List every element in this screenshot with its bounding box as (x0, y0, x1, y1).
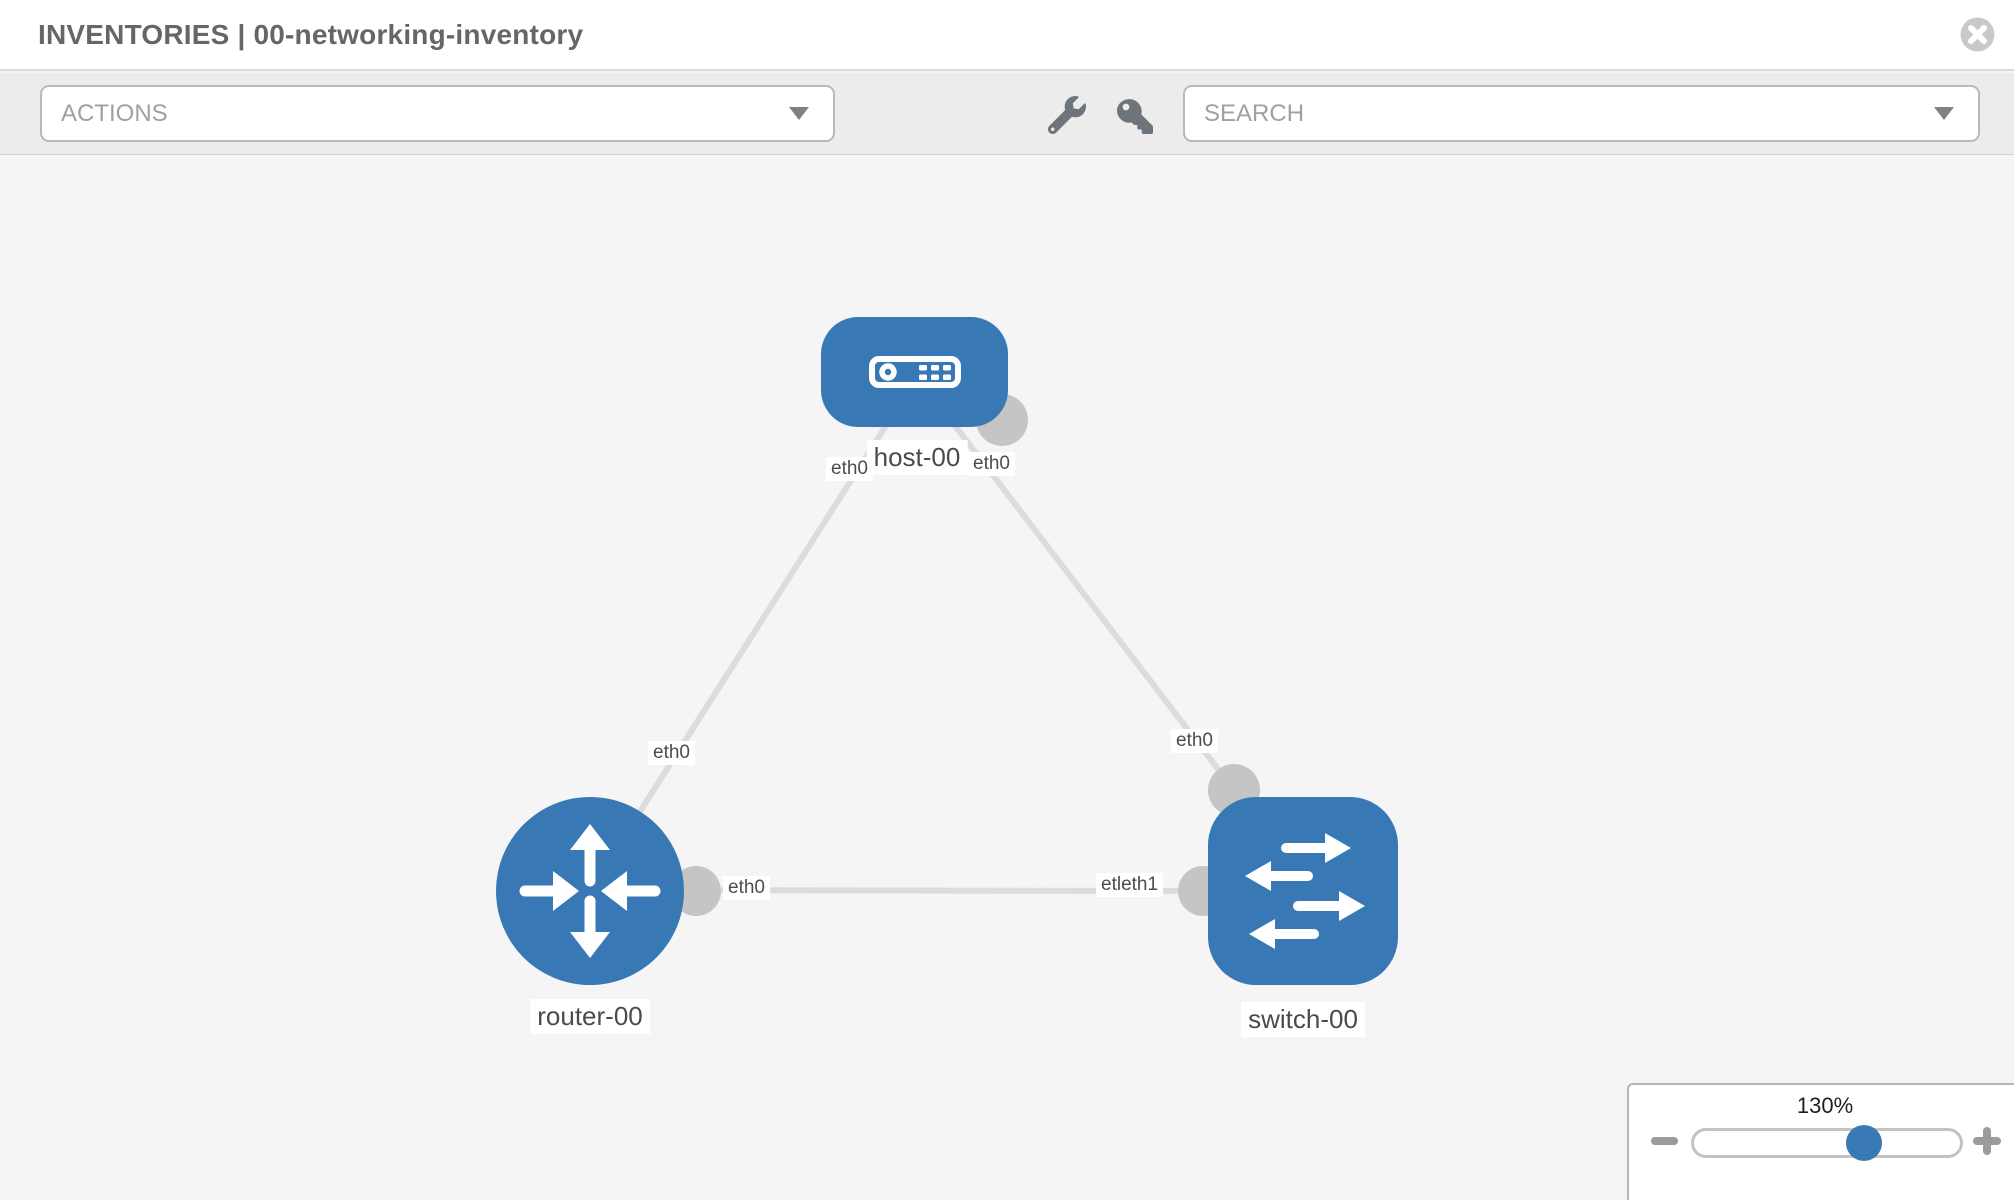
topology-links-layer (587, 378, 1260, 916)
key-icon[interactable] (1117, 98, 1155, 136)
iface-label-host-switch-source: eth0 (968, 452, 1015, 476)
node-label-switch-00: switch-00 (1241, 1002, 1365, 1037)
minus-icon[interactable] (1651, 1137, 1678, 1145)
node-label-host-00: host-00 (866, 440, 968, 475)
switch-icon (1245, 833, 1365, 949)
page-title: INVENTORIES | 00-networking-inventory (38, 18, 584, 50)
toolbar: ACTIONS SEARCH (0, 73, 2014, 155)
node-host-00[interactable] (821, 317, 1008, 427)
actions-dropdown[interactable]: ACTIONS (40, 85, 835, 142)
node-label-router-00: router-00 (530, 999, 650, 1034)
topology-canvas[interactable]: host-00 router-00 switch-00 eth0 eth0 et… (0, 156, 2014, 1200)
wrench-icon[interactable] (1047, 96, 1086, 135)
iface-label-host-router-target: eth0 (648, 741, 695, 765)
host-icon (868, 356, 961, 388)
iface-label-host-switch-target: eth0 (1171, 729, 1218, 753)
iface-label-router-switch-target: etleth1 (1096, 873, 1164, 897)
header: INVENTORIES | 00-networking-inventory (0, 0, 2014, 71)
chevron-down-icon (789, 107, 809, 120)
plus-icon[interactable] (1973, 1127, 2001, 1155)
iface-label-router-switch-source: eth0 (723, 876, 770, 900)
router-icon (519, 824, 661, 958)
actions-dropdown-label: ACTIONS (61, 99, 168, 127)
chevron-down-icon (1934, 107, 1954, 120)
zoom-control-panel: 130% (1627, 1083, 2014, 1200)
link-host-switch (917, 378, 1237, 792)
iface-label-host-router-source: eth0 (826, 457, 873, 481)
node-switch-00[interactable] (1208, 797, 1398, 985)
zoom-slider-handle[interactable] (1846, 1125, 1882, 1161)
close-button[interactable] (1960, 17, 1995, 52)
search-dropdown-label: SEARCH (1204, 99, 1305, 127)
interface-circle-router (671, 866, 721, 916)
node-router-00[interactable] (496, 797, 684, 985)
search-dropdown[interactable]: SEARCH (1183, 85, 1980, 142)
close-icon (1960, 17, 1995, 52)
zoom-level-value: 130% (1796, 1093, 1854, 1118)
zoom-slider-track[interactable] (1691, 1128, 1963, 1158)
